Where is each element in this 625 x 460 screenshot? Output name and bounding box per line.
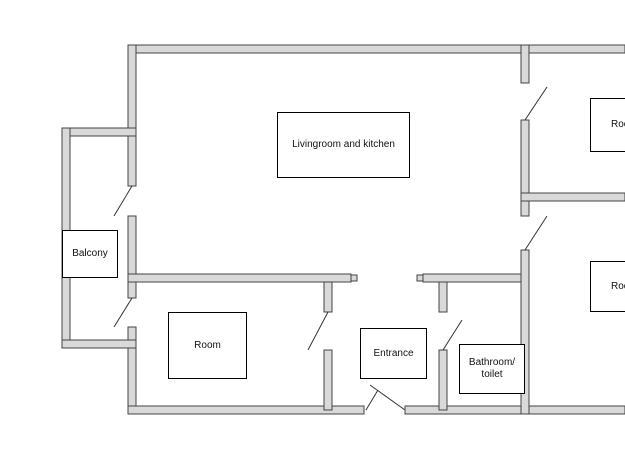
label-entrance: Entrance bbox=[360, 328, 427, 379]
wall-entrance-bath-upper bbox=[438, 281, 448, 313]
wall-divider-stub-left bbox=[350, 274, 358, 282]
wall-room-entrance-lower bbox=[323, 349, 333, 411]
wall-left-mid bbox=[127, 215, 137, 299]
wall-living-room-divider bbox=[127, 273, 352, 283]
door-entrance bbox=[365, 389, 379, 411]
walls bbox=[61, 44, 625, 415]
door-balcony-upper bbox=[113, 185, 133, 217]
label-bathroom-toilet: Bathroom/ toilet bbox=[459, 344, 525, 394]
door-room-mid-right bbox=[524, 215, 548, 251]
label-livingroom-kitchen: Livingroom and kitchen bbox=[277, 112, 410, 178]
label-room-mid-right: Roo bbox=[590, 261, 625, 312]
label-room-top-right: Roo bbox=[590, 98, 625, 152]
wall-room-entrance-upper bbox=[323, 281, 333, 313]
wall-right-top bbox=[520, 44, 530, 84]
door-balcony-lower bbox=[113, 297, 133, 328]
wall-right-mid bbox=[520, 119, 530, 217]
door-room bbox=[307, 311, 329, 351]
wall-balcony-top bbox=[61, 127, 137, 137]
wall-bottom-right bbox=[404, 405, 625, 415]
wall-top bbox=[127, 44, 625, 54]
door-room-top-right bbox=[524, 86, 548, 121]
door-entrance-swing bbox=[369, 384, 406, 411]
wall-left-upper bbox=[127, 44, 137, 187]
label-balcony: Balcony bbox=[62, 230, 118, 278]
doors bbox=[113, 86, 548, 411]
label-room: Room bbox=[168, 312, 247, 379]
wall-entrance-bath-lower bbox=[438, 349, 448, 411]
wall-bottom-left bbox=[127, 405, 365, 415]
wall-living-bath-divider bbox=[422, 273, 529, 283]
wall-balcony-bottom bbox=[61, 339, 137, 349]
wall-divider-stub-right bbox=[416, 274, 424, 282]
door-bathroom bbox=[442, 319, 463, 351]
wall-right-rooms-divider bbox=[520, 192, 625, 202]
